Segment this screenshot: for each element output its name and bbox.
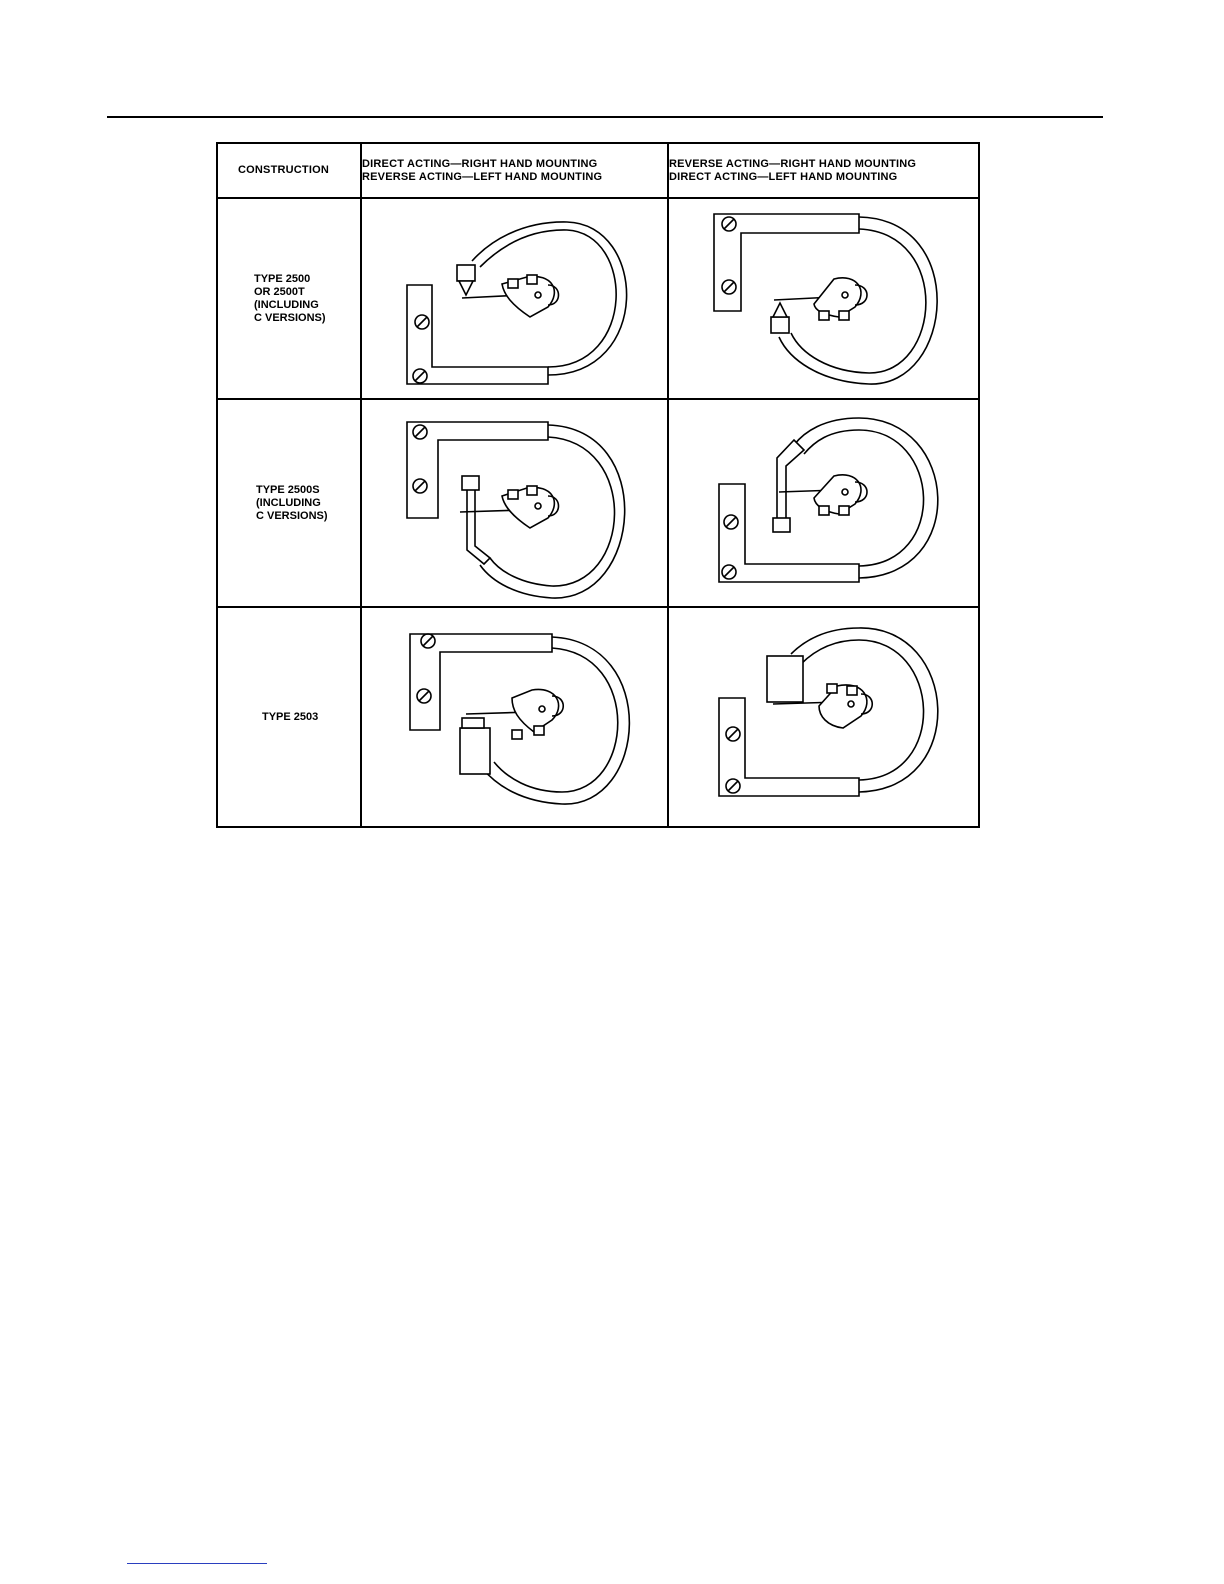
table-row: TYPE 2500S (INCLUDING C VERSIONS) <box>217 399 979 607</box>
figure-cell <box>668 198 979 399</box>
row-label-type-2500s: TYPE 2500S (INCLUDING C VERSIONS) <box>218 484 360 523</box>
figure-cell <box>361 198 668 399</box>
figure-cell <box>668 607 979 827</box>
construction-mounting-table: CONSTRUCTION DIRECT ACTING—RIGHT HAND MO… <box>216 142 980 828</box>
type-2500s-reverse-diagram <box>669 400 978 606</box>
type-2503-direct-diagram <box>362 608 667 826</box>
table-row: TYPE 2503 <box>217 607 979 827</box>
reverse-acting-header-line2: DIRECT ACTING—LEFT HAND MOUNTING <box>669 171 978 184</box>
figure-cell <box>668 399 979 607</box>
table-row: TYPE 2500 OR 2500T (INCLUDING C VERSIONS… <box>217 198 979 399</box>
row-label-type-2500: TYPE 2500 OR 2500T (INCLUDING C VERSIONS… <box>218 273 360 325</box>
row-label-type-2503: TYPE 2503 <box>218 711 360 724</box>
figure-cell <box>361 607 668 827</box>
row-label-cell: TYPE 2503 <box>217 607 361 827</box>
construction-header: CONSTRUCTION <box>217 143 361 198</box>
footer-link-rule <box>127 1563 267 1564</box>
direct-acting-header-line2: REVERSE ACTING—LEFT HAND MOUNTING <box>362 171 667 184</box>
direct-acting-header: DIRECT ACTING—RIGHT HAND MOUNTING REVERS… <box>361 143 668 198</box>
table-header-row: CONSTRUCTION DIRECT ACTING—RIGHT HAND MO… <box>217 143 979 198</box>
figure-cell <box>361 399 668 607</box>
type-2500s-direct-diagram <box>362 400 667 606</box>
row-label-cell: TYPE 2500S (INCLUDING C VERSIONS) <box>217 399 361 607</box>
reverse-acting-header-line1: REVERSE ACTING—RIGHT HAND MOUNTING <box>669 158 978 171</box>
header-rule <box>107 116 1103 118</box>
type-2500-direct-diagram <box>362 199 667 398</box>
type-2500-reverse-diagram <box>669 199 978 398</box>
type-2503-reverse-diagram <box>669 608 978 826</box>
reverse-acting-header: REVERSE ACTING—RIGHT HAND MOUNTING DIREC… <box>668 143 979 198</box>
row-label-cell: TYPE 2500 OR 2500T (INCLUDING C VERSIONS… <box>217 198 361 399</box>
direct-acting-header-line1: DIRECT ACTING—RIGHT HAND MOUNTING <box>362 158 667 171</box>
